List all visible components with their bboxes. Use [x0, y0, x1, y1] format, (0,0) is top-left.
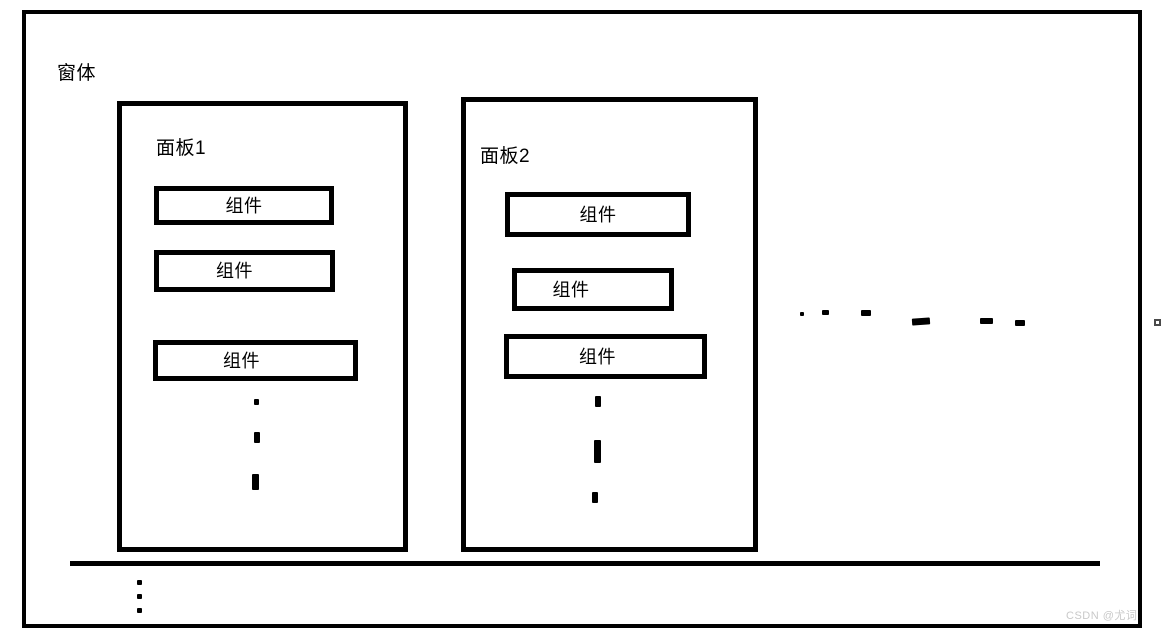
component-label: 组件: [223, 350, 260, 371]
panel-1-component-1: 组件: [154, 186, 334, 225]
panel-1-ellipsis-dot: [254, 432, 260, 443]
panels-horizontal-ellipsis-dot: [980, 318, 993, 324]
panel-1-ellipsis-dot: [252, 474, 259, 490]
edge-marker-icon: [1154, 319, 1161, 326]
panels-horizontal-ellipsis-dot: [1015, 320, 1025, 326]
panel-2-ellipsis-dot: [594, 440, 601, 463]
panels-horizontal-ellipsis-dot: [911, 317, 931, 326]
bottom-ellipsis-dot: [137, 594, 142, 599]
panel-1-ellipsis-dot: [254, 399, 259, 405]
panels-horizontal-ellipsis-dot: [822, 310, 829, 315]
panel-2-container: [461, 97, 758, 552]
watermark-text: CSDN @尤词: [1066, 610, 1138, 622]
panels-horizontal-ellipsis-dot: [800, 312, 804, 316]
panel-1-label: 面板1: [156, 138, 207, 159]
component-label: 组件: [579, 346, 616, 367]
panels-horizontal-ellipsis-dot: [861, 310, 871, 316]
component-label: 组件: [552, 279, 590, 300]
panel-2-component-3: 组件: [504, 334, 707, 379]
panel-2-ellipsis-dot: [595, 396, 601, 407]
bottom-ellipsis-dot: [137, 580, 142, 585]
window-label: 窗体: [57, 63, 97, 84]
panel-2-ellipsis-dot: [592, 492, 598, 503]
panel-1-component-2: 组件: [154, 250, 335, 292]
component-label: 组件: [216, 261, 253, 281]
panel-1-component-3: 组件: [153, 340, 358, 381]
panel-2-component-1: 组件: [505, 192, 691, 237]
panel-2-component-2: 组件: [512, 268, 674, 311]
component-label: 组件: [225, 195, 263, 216]
panel-2-label: 面板2: [480, 146, 531, 167]
panel-1-container: [117, 101, 408, 552]
component-label: 组件: [579, 204, 617, 225]
bottom-divider-line: [70, 561, 1100, 566]
bottom-ellipsis-dot: [137, 608, 142, 613]
